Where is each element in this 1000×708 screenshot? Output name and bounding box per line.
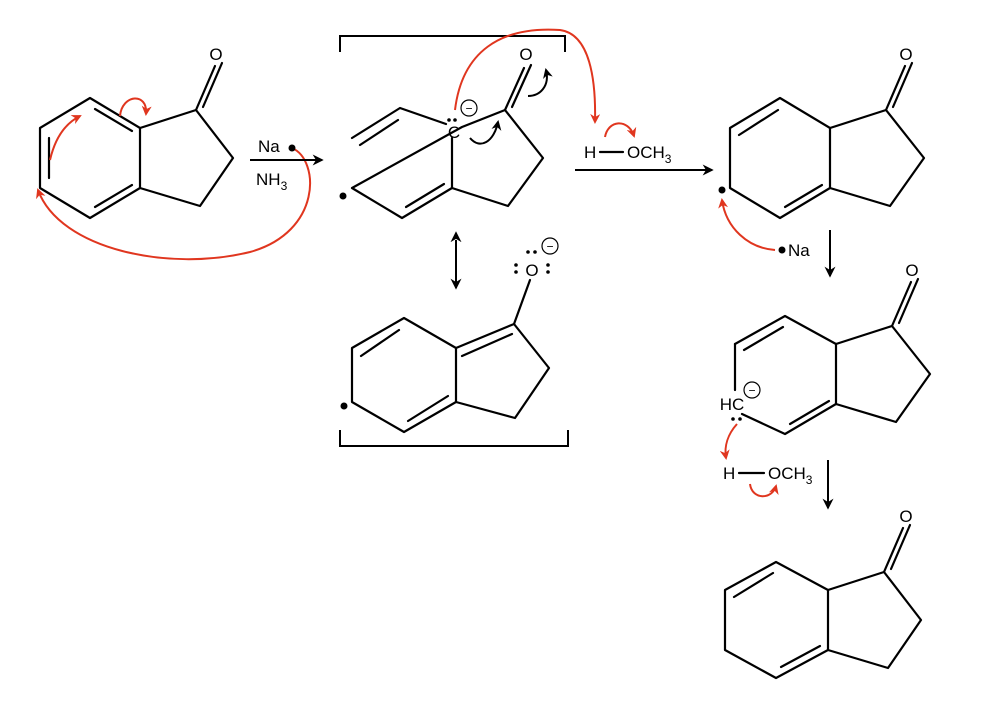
reagent-methanol-2: H OCH3 xyxy=(723,464,813,487)
methoxy-label: OCH3 xyxy=(768,464,813,487)
curved-arrow-icon xyxy=(718,198,776,251)
carbanion-carbon-label: C xyxy=(448,123,460,142)
curved-arrow-icon xyxy=(36,147,311,261)
molecule-indanone: O xyxy=(38,45,235,220)
curved-arrow-icon xyxy=(749,483,779,498)
curved-arrow-icon xyxy=(119,97,152,117)
bracket-top xyxy=(339,35,566,52)
reagent-methanol-1: H OCH3 xyxy=(584,143,672,166)
oxygen-label: O xyxy=(905,261,918,280)
lone-pair-dot-icon xyxy=(731,417,735,421)
bracket-bottom xyxy=(339,430,569,447)
lone-pair-dot-icon xyxy=(738,417,742,421)
curved-arrow-icon xyxy=(49,115,82,161)
oxygen-label: O xyxy=(899,507,912,526)
negative-charge-icon xyxy=(541,237,559,255)
charge-minus-label: − xyxy=(465,102,472,116)
radical-dot-icon xyxy=(718,186,726,194)
lone-pair-dot-icon xyxy=(514,270,518,274)
curved-arrow-icon xyxy=(527,68,553,97)
molecule-radical-intermediate: O xyxy=(718,45,926,220)
charge-minus-label: − xyxy=(748,384,755,398)
lone-pair-dot-icon xyxy=(546,263,550,267)
reagent-ammonia: NH3 xyxy=(256,170,288,193)
molecule-radical-anion-carbanion: O C − xyxy=(339,45,545,220)
negative-charge-icon xyxy=(460,99,478,117)
oxygen-label: O xyxy=(525,261,538,280)
oxygen-label: O xyxy=(209,45,222,64)
lone-pair-dot-icon xyxy=(546,270,550,274)
charge-minus-label: − xyxy=(546,240,553,254)
curved-arrow-icon xyxy=(604,122,637,138)
reagent-sodium-2: Na xyxy=(788,241,810,260)
radical-dot-icon xyxy=(340,402,348,410)
lone-pair-dot-icon xyxy=(533,250,537,254)
lone-pair-dot-icon xyxy=(514,263,518,267)
molecule-carbanion-intermediate: O HC − xyxy=(720,261,932,436)
negative-charge-icon xyxy=(743,381,761,399)
curved-arrow-icon xyxy=(454,28,601,124)
lone-pair-dot-icon xyxy=(526,250,530,254)
radical-dot-icon xyxy=(339,192,347,200)
hydrogen-label: H xyxy=(723,464,735,483)
curved-arrow-icon xyxy=(469,120,502,145)
radical-dot-icon xyxy=(778,246,786,254)
oxygen-label: O xyxy=(519,45,532,64)
methoxy-label: OCH3 xyxy=(627,143,672,166)
lone-pair-dot-icon xyxy=(453,118,457,122)
reagent-sodium: Na xyxy=(258,137,280,156)
hydrogen-label: H xyxy=(584,143,596,162)
molecule-radical-anion-enolate: O − xyxy=(340,237,559,434)
oxygen-label: O xyxy=(899,45,912,64)
lone-pair-dot-icon xyxy=(447,118,451,122)
radical-dot-icon xyxy=(288,144,296,152)
hc-label: HC xyxy=(720,395,745,414)
molecule-product: O xyxy=(723,507,923,680)
curved-arrow-icon xyxy=(719,423,738,460)
